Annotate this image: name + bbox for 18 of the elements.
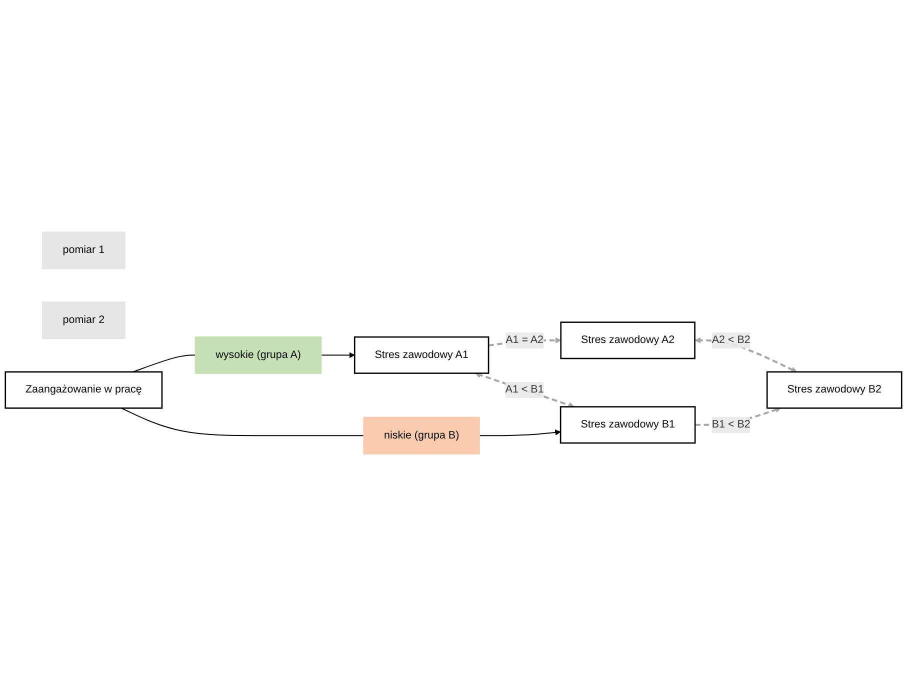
node-box: Stres zawodowy A1	[354, 336, 490, 374]
edge-label: A1 = A2	[506, 334, 544, 346]
edge-label: A2 < B2	[712, 334, 750, 346]
connector	[121, 408, 364, 436]
node-box: wysokie (grupa A)	[194, 336, 322, 374]
arrow	[321, 352, 355, 358]
node-box: Stres zawodowy B1	[560, 406, 696, 444]
node-box: pomiar 1	[42, 232, 126, 270]
connector	[132, 354, 196, 372]
edge-label: A1 < B1	[505, 384, 544, 396]
node-box: Stres zawodowy A2	[560, 322, 696, 360]
arrow	[479, 429, 561, 436]
node-box: Stres zawodowy B2	[766, 371, 902, 409]
arrow	[475, 372, 574, 408]
node-box: pomiar 2	[42, 301, 126, 339]
edge-label: B1 < B2	[712, 418, 750, 430]
node-box: niskie (grupa B)	[363, 416, 480, 454]
node-box: Zaangażowanie w pracę	[4, 371, 163, 409]
